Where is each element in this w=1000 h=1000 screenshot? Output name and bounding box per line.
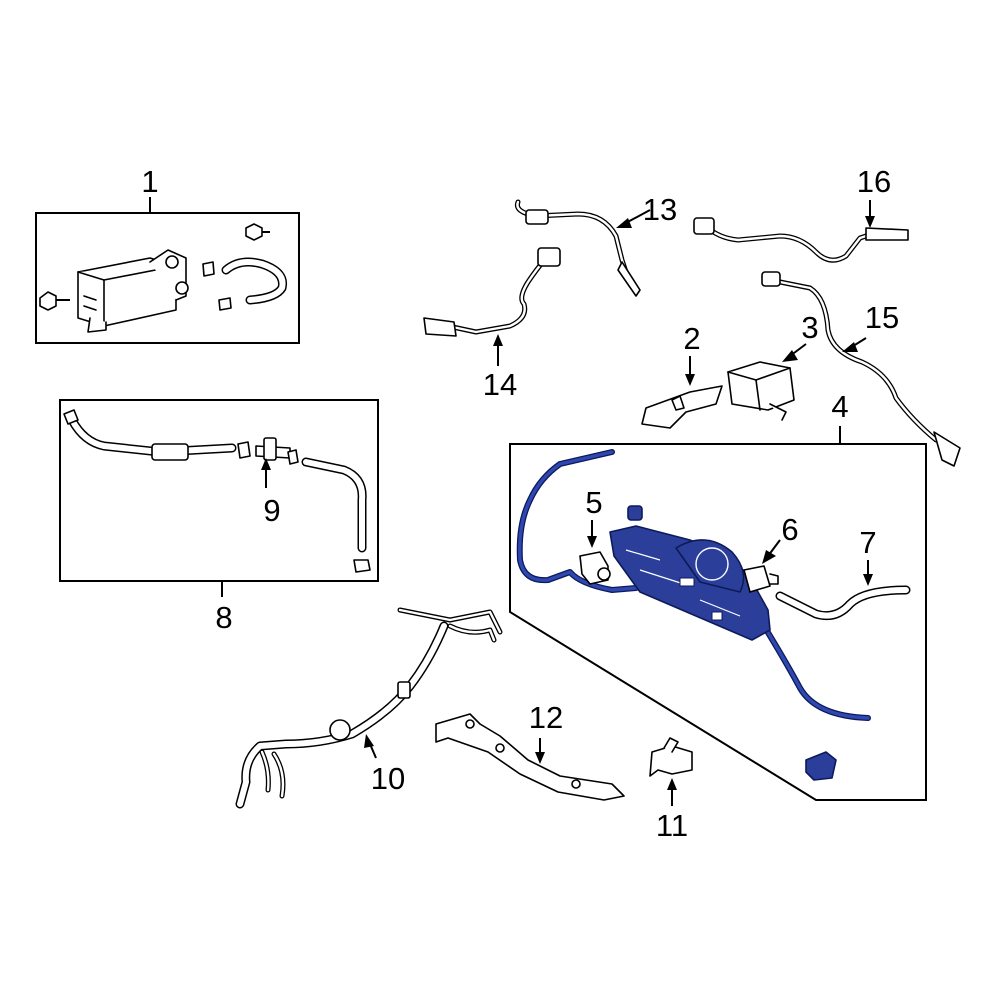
- callout-11: 11: [656, 808, 688, 843]
- callout-10: 10: [371, 761, 405, 796]
- callout-1: 1: [141, 164, 158, 199]
- callout-8: 8: [215, 600, 232, 635]
- vacuum-hose-upper: [516, 449, 639, 593]
- callout-6-arrow: [762, 550, 776, 564]
- hose-clamp-c: [287, 449, 299, 465]
- canister: [77, 249, 189, 333]
- group-8-vent-hose-assembly: 9 8: [59, 399, 379, 635]
- part-10-vacuum-lines: 10: [235, 607, 503, 809]
- callout-5: 5: [585, 485, 602, 520]
- callout-14: 14: [483, 367, 517, 402]
- part-3-filter: 3: [727, 310, 819, 421]
- callout-5-arrow: [587, 536, 597, 548]
- group-1-canister-assembly: 1: [35, 164, 300, 344]
- callout-16-arrow: [865, 216, 875, 228]
- group-4-frame: [509, 443, 927, 801]
- bolt-left: [39, 291, 70, 311]
- callout-2-arrow: [685, 374, 695, 386]
- callout-12-arrow: [535, 752, 545, 764]
- callout-3: 3: [801, 310, 818, 345]
- callout-11-arrow: [667, 778, 677, 790]
- part-6-pressure-sensor: 6: [743, 512, 799, 593]
- vent-hose-right: [301, 457, 367, 553]
- callout-6: 6: [781, 512, 798, 547]
- callout-13-arrow: [616, 218, 632, 228]
- group-4-pump-assembly: 4 5: [509, 389, 927, 801]
- check-valve: [255, 437, 291, 461]
- part-2-bracket: 2: [641, 321, 723, 429]
- harness-joint: [397, 681, 411, 699]
- hose-clip: [805, 751, 837, 781]
- oxygen-sensor-14: 14: [423, 247, 561, 402]
- callout-2: 2: [683, 321, 700, 356]
- part-5-vsv: 5: [579, 485, 611, 585]
- hose-clamp-d: [353, 559, 371, 573]
- hose-clamp-a: [63, 409, 79, 425]
- harness-clamp: [329, 719, 351, 741]
- part-12-bracket: 12: [435, 700, 625, 801]
- oxygen-sensor-13: 13: [514, 192, 677, 297]
- hose-clamp-b: [237, 441, 251, 459]
- oxygen-sensor-16: 16: [693, 164, 909, 263]
- callout-3-arrow: [782, 350, 798, 362]
- group-1-frame: [35, 212, 300, 344]
- callout-7: 7: [859, 525, 876, 560]
- callout-12: 12: [529, 700, 563, 735]
- group-8-frame: [59, 399, 379, 582]
- part-7-hose: 7: [775, 525, 911, 621]
- part-11-bracket: 11: [649, 737, 693, 843]
- bolt-top: [245, 223, 270, 241]
- clip-b: [218, 297, 232, 311]
- vacuum-cap: [627, 505, 643, 521]
- callout-15: 15: [865, 300, 899, 335]
- canister-hose: [221, 257, 288, 305]
- callout-13: 13: [643, 192, 677, 227]
- vent-hose-left: [67, 415, 237, 461]
- callout-15-arrow: [842, 342, 858, 352]
- clip-a: [202, 261, 215, 277]
- callout-9: 9: [263, 493, 280, 528]
- callout-14-arrow: [493, 334, 503, 346]
- vacuum-hose-lower: [761, 623, 871, 721]
- callout-10-arrow: [364, 734, 374, 748]
- callout-16: 16: [857, 164, 891, 199]
- vacuum-pump: [609, 525, 771, 641]
- oxygen-sensor-15: 15: [761, 271, 961, 467]
- callout-4: 4: [831, 389, 848, 424]
- callout-9-arrow: [261, 458, 271, 470]
- callout-7-arrow: [863, 574, 873, 586]
